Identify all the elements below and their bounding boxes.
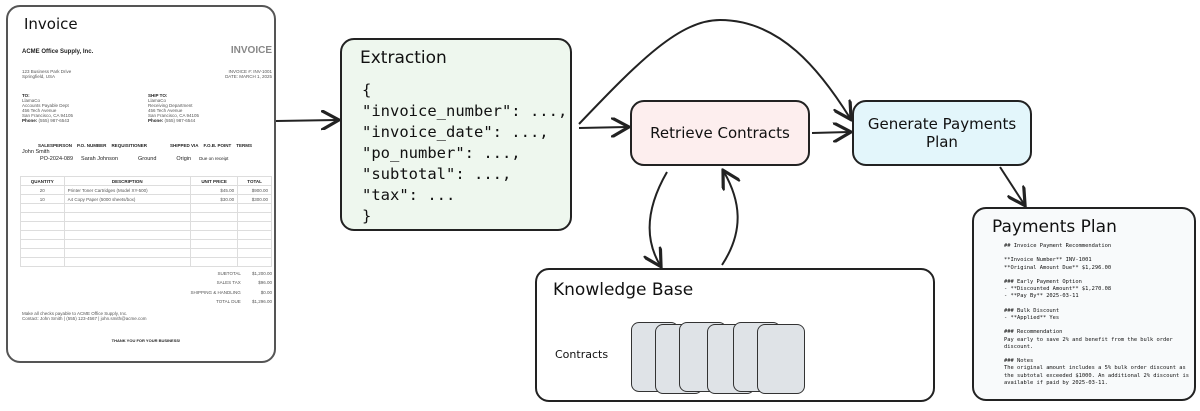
thanks-note: THANK YOU FOR YOUR BUSINESS! bbox=[111, 338, 181, 343]
arrow-extraction-to-generate bbox=[578, 18, 850, 125]
payments-plan-title: Payments Plan bbox=[992, 217, 1117, 237]
footer-payable: Make all checks payable to ACME Office S… bbox=[22, 311, 128, 316]
invoice-title: Invoice bbox=[24, 15, 78, 33]
totals: SUBTOTAL $1,200.00 SALES TAX $96.00 SHIP… bbox=[190, 271, 272, 304]
knowledge-base-title: Knowledge Base bbox=[553, 280, 694, 300]
retrieve-contracts-label: Retrieve Contracts bbox=[650, 124, 790, 142]
extraction-schema: { "invoice_number": ..., "invoice_date":… bbox=[362, 81, 568, 225]
generate-payments-plan-node: Generate Payments Plan bbox=[852, 100, 1032, 166]
arrow-kb-to-retrieve bbox=[721, 172, 738, 266]
arrow-retrieve-to-generate bbox=[811, 132, 849, 133]
arrow-invoice-to-extraction bbox=[275, 120, 337, 121]
invoice-heading: INVOICE bbox=[230, 45, 272, 56]
payments-plan-text: ## Invoice Payment Recommendation **Invo… bbox=[1004, 243, 1189, 386]
arrow-retrieve-to-kb bbox=[650, 171, 668, 265]
invoice-date: DATE: MARCH 1, 2025 bbox=[225, 74, 272, 79]
payments-plan-card: Payments Plan ## Invoice Payment Recomme… bbox=[972, 207, 1196, 401]
retrieve-contracts-node: Retrieve Contracts bbox=[630, 100, 810, 166]
invoice-number: INVOICE #: INV-1001 bbox=[228, 69, 272, 74]
address-line: Springfield, USA bbox=[22, 74, 56, 79]
invoice-card: Invoice ACME Office Supply, Inc. INVOICE… bbox=[6, 5, 276, 363]
contract-document-icon bbox=[757, 324, 805, 394]
arrow-generate-to-plan bbox=[999, 166, 1024, 204]
company-name: ACME Office Supply, Inc. bbox=[22, 49, 94, 55]
extraction-card: Extraction { "invoice_number": ..., "inv… bbox=[340, 38, 572, 231]
address-line: 123 Business Park Drive bbox=[22, 69, 72, 74]
generate-plan-label: Generate Payments Plan bbox=[867, 115, 1017, 151]
contracts-label: Contracts bbox=[555, 348, 609, 361]
arrow-extraction-to-retrieve bbox=[578, 127, 627, 128]
footer-contact: Contact: John Smith | (555) 123-4567 | j… bbox=[22, 316, 147, 321]
salesperson: John Smith bbox=[22, 149, 50, 155]
extraction-title: Extraction bbox=[360, 48, 447, 68]
knowledge-base-card: Knowledge Base Contracts bbox=[535, 268, 935, 402]
